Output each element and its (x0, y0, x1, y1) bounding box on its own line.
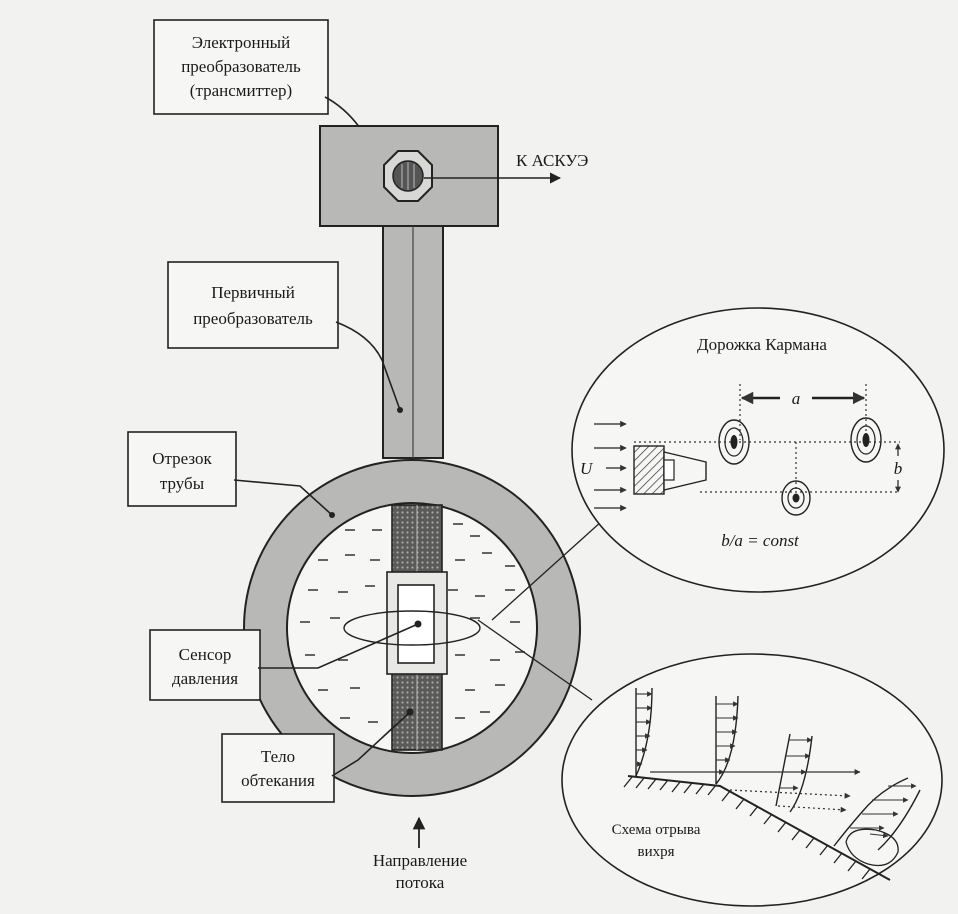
pipe-label: Отрезок трубы (127, 431, 237, 507)
pipe-label-line1: Отрезок (152, 449, 212, 468)
bluff-body (386, 504, 448, 751)
separation-title-line2: вихря (637, 844, 674, 860)
inset-connector-top (491, 511, 613, 621)
body-leader-line (331, 711, 411, 777)
sensor-label-line1: Сенсор (179, 645, 232, 664)
karman-bluff-body (633, 445, 665, 495)
spacing-b-label: b (894, 459, 903, 478)
pipe-leader-line (233, 479, 333, 516)
karman-inset: Дорожка Кармана U a b (571, 307, 945, 593)
pressure-sensor (397, 584, 435, 664)
karman-title: Дорожка Кармана (697, 335, 827, 354)
body-label: Тело обтекания (221, 733, 335, 803)
separation-inset: Схема отрыва вихря (561, 653, 943, 907)
primary-converter-stem (382, 225, 444, 459)
transmitter-label: Электронный преобразователь (трансмиттер… (153, 19, 329, 115)
pipe-label-line2: трубы (160, 474, 205, 493)
transmitter-head (319, 125, 499, 227)
transmitter-label-line1: Электронный (192, 33, 290, 52)
fluid-pattern (300, 523, 525, 723)
primary-label-line1: Первичный (211, 283, 295, 302)
primary-converter-label: Первичный преобразователь (167, 261, 339, 349)
primary-label-line2: преобразователь (193, 309, 313, 328)
vortex-icon (718, 419, 750, 465)
askue-label: К АСКУЭ (516, 151, 588, 170)
sensor-leader-line (258, 623, 419, 669)
vortex-icon (850, 417, 882, 463)
primary-leader-line (335, 321, 401, 411)
vortex-icon (781, 480, 811, 516)
separation-title-line1: Схема отрыва (612, 822, 701, 838)
separation-vortex-icon (845, 828, 899, 867)
transmitter-label-line3: (трансмиттер) (190, 81, 292, 100)
body-label-line1: Тело (261, 747, 295, 766)
ratio-label: b/a = const (721, 531, 800, 550)
sensor-label: Сенсор давления (149, 629, 261, 701)
inset-connector-bottom (477, 619, 593, 701)
sensing-zone (343, 610, 481, 646)
transmitter-label-line2: преобразователь (181, 57, 301, 76)
velocity-label: U (580, 459, 594, 478)
flow-label-line1: Направление (373, 851, 467, 870)
sensor-label-line2: давления (172, 669, 238, 688)
wall-surface (627, 775, 891, 881)
spacing-a-label: a (792, 389, 801, 408)
flow-label-line2: потока (396, 873, 445, 892)
body-label-line2: обтекания (241, 771, 315, 790)
